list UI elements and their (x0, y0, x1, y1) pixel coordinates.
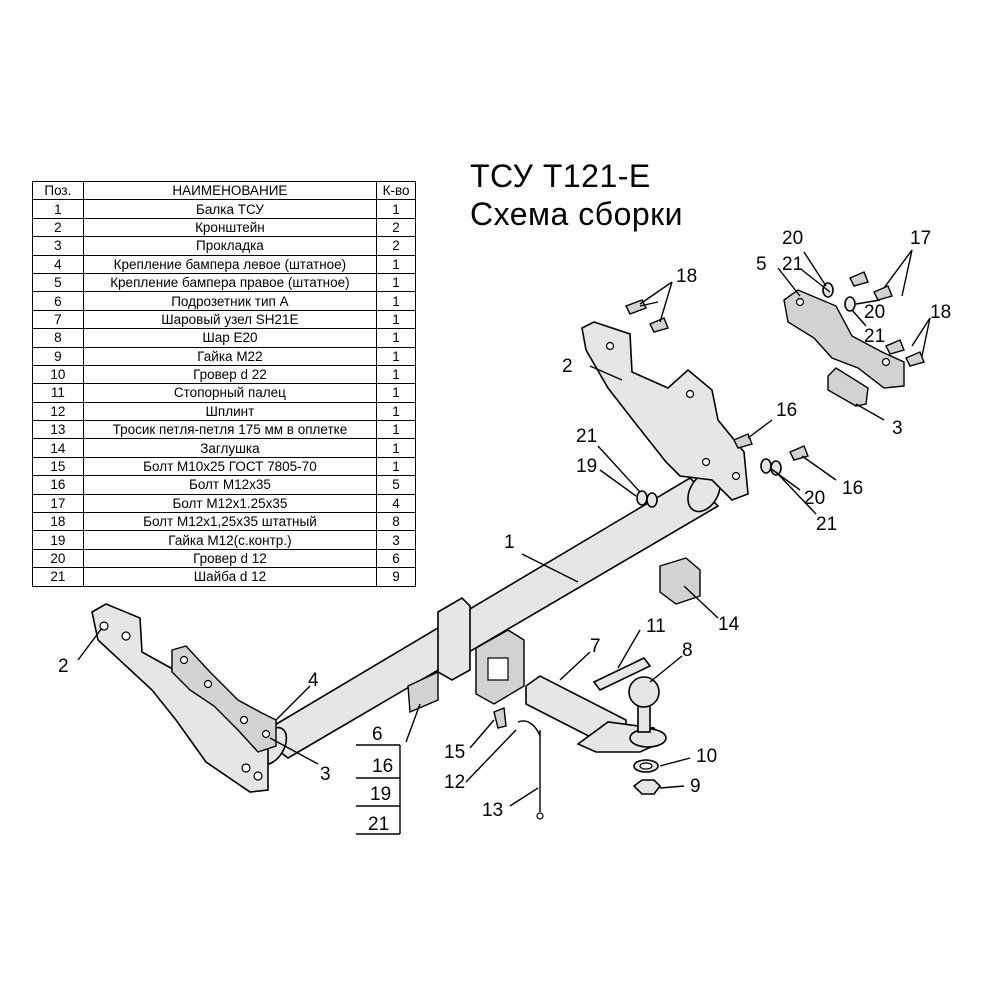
nut-part (632, 779, 662, 795)
cell-name: Кронштейн (82, 217, 378, 238)
cell-qty: 1 (376, 272, 416, 293)
cell-name: Крепление бампера левое (штатное) (82, 254, 378, 274)
right-spacer-part (827, 367, 869, 407)
cell-qty: 9 (376, 567, 416, 587)
cell-pos: 18 (32, 512, 84, 532)
callout-13: 13 (482, 800, 503, 821)
callout-21-stack: 21 (368, 814, 389, 835)
callout-labels: 1 2 2 3 3 4 5 6 7 8 9 10 11 12 13 14 15 … (58, 228, 951, 835)
callout-14: 14 (718, 614, 740, 635)
callout-6: 6 (372, 724, 383, 745)
callout-12: 12 (444, 772, 465, 793)
callout-2-left: 2 (58, 656, 69, 677)
left-bumper-mount-part (171, 645, 277, 753)
callout-16-top: 16 (776, 400, 797, 421)
callout-4: 4 (308, 670, 319, 691)
tow-ball-part (628, 676, 660, 733)
cell-pos: 17 (32, 493, 84, 514)
header-pos: Поз. (32, 180, 84, 201)
callout-5: 5 (756, 254, 767, 275)
drawing-subtitle: Схема сборки (470, 196, 684, 232)
cell-name: Крепление бампера правое (штатное) (82, 272, 378, 293)
callout-19-stack: 19 (370, 784, 391, 805)
small-parts-group (493, 707, 544, 820)
cell-pos: 19 (32, 530, 84, 550)
callout-21-top: 21 (782, 254, 803, 275)
locking-pin-part (592, 656, 652, 692)
callout-7: 7 (590, 636, 601, 657)
callout-3-right: 3 (892, 418, 903, 439)
callout-20-top: 20 (782, 228, 803, 249)
callout-15: 15 (444, 742, 465, 763)
cell-name: Болт М12х1.25х35 (82, 493, 378, 514)
callout-19: 19 (576, 456, 597, 477)
cell-name: Болт М12х1,25х35 штатный (82, 512, 378, 532)
left-bracket-part (91, 603, 269, 793)
callout-21-bottom: 21 (816, 514, 837, 535)
right-bumper-mount-part (783, 289, 905, 389)
callout-11: 11 (646, 616, 666, 637)
cell-pos: 20 (32, 548, 84, 569)
lock-washer-part (633, 759, 659, 773)
callout-1: 1 (504, 532, 515, 553)
cell-name: Гайка М12(с.контр.) (82, 530, 378, 550)
cell-qty: 1 (376, 364, 416, 385)
callout-3-left: 3 (320, 764, 331, 785)
callout-9: 9 (690, 776, 701, 797)
cell-name: Заглушка (82, 438, 378, 458)
callout-17: 17 (910, 228, 931, 249)
callout-10: 10 (696, 746, 717, 767)
callout-16-right: 16 (842, 478, 863, 499)
plug-cap-part (659, 557, 701, 605)
callout-20-bottom: 20 (804, 488, 825, 509)
callout-16-stack: 16 (372, 756, 393, 777)
callout-18-right: 18 (930, 302, 951, 323)
bolt-group-right (625, 271, 925, 508)
cell-name: Подрозетник тип А (82, 291, 378, 311)
drawing-title: ТСУ Т121-Е (470, 158, 651, 194)
cell-qty: 1 (376, 438, 416, 458)
callout-2-right: 2 (562, 356, 573, 377)
cell-name: Шайба d 12 (82, 567, 378, 587)
parts-table-header: Поз. НАИМЕНОВАНИЕ К-во (32, 180, 416, 201)
callout-8: 8 (682, 640, 693, 661)
callout-20-mid: 20 (864, 302, 885, 323)
callout-21-left: 21 (576, 426, 597, 447)
cell-pos: 11 (32, 383, 84, 403)
leader-lines (77, 249, 931, 835)
right-bracket-part (581, 321, 749, 501)
callout-18-top: 18 (676, 266, 697, 287)
receiver-part (407, 596, 525, 714)
cell-pos: 21 (32, 567, 84, 587)
header-name: НАИМЕНОВАНИЕ (82, 180, 378, 201)
callout-21-mid: 21 (864, 326, 885, 347)
